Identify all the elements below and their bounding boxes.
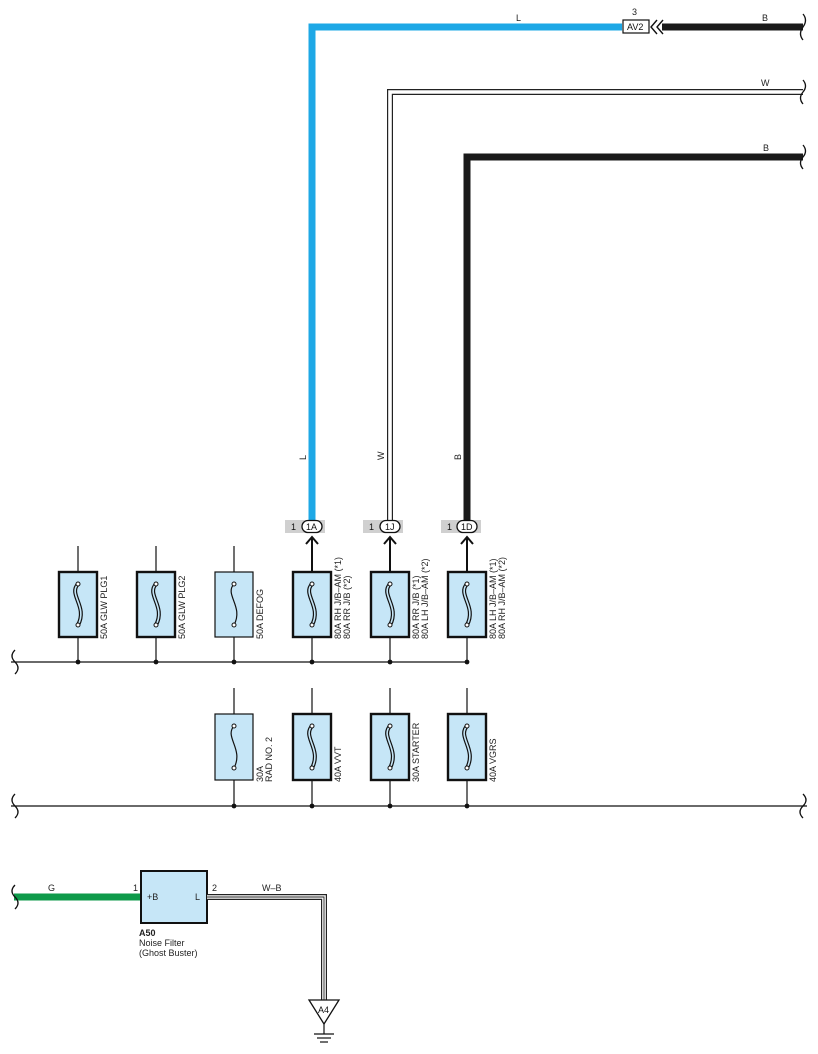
connector-1a-pin: 1: [291, 522, 296, 532]
fuse-row1-5-label-1: 80A RH J/B–AM (*2): [497, 557, 507, 639]
ground-a4: A4: [307, 999, 341, 1043]
fuse-row1-4: 80A RR J/B (*1)80A LH J/B–AM (*2): [369, 546, 430, 665]
fuse-row2-2-label-0: 30A STARTER: [411, 722, 421, 782]
fuse-row2-0-label-0: 30A: [255, 766, 265, 782]
connector-av2: 3 AV2: [622, 7, 664, 35]
noise-filter-name-1: Noise Filter: [139, 938, 185, 948]
fuse-row1-1: 50A GLW PLG2: [135, 546, 187, 665]
wire-label-av2-right: B: [762, 13, 768, 23]
vlabel-white: W: [376, 451, 386, 460]
fuse-row1-5: 80A LH J/B–AM (*1)80A RH J/B–AM (*2): [446, 546, 507, 665]
vlabel-black: B: [453, 454, 463, 460]
connector-1d: 1 1D: [441, 519, 481, 534]
fuse-row2-3: 40A VGRS: [446, 688, 498, 809]
connector-1d-pin: 1: [447, 522, 452, 532]
wire-white-w: [387, 79, 807, 520]
wire-black-b: [463, 144, 807, 520]
fuse-row1-4-label-1: 80A LH J/B–AM (*2): [420, 558, 430, 639]
noise-filter-pin-l: L: [195, 892, 200, 902]
wire-label-wb: W–B: [262, 883, 282, 893]
fuse-row1-0-label-0: 50A GLW PLG1: [99, 576, 109, 639]
noise-filter-pin2: 2: [212, 883, 217, 893]
fuse-row1-0: 50A GLW PLG1: [57, 546, 109, 665]
wire-label-green: G: [48, 883, 55, 893]
connector-1j-pin: 1: [369, 522, 374, 532]
fuse-row2-0-label-1: RAD NO. 2: [264, 737, 274, 782]
connector-1a: 1 1A: [285, 519, 325, 534]
fuse-row-1: 50A GLW PLG1 50A GLW PLG2 50A DEFOG 80A RH …: [57, 546, 507, 665]
connector-1j: 1 1J: [363, 519, 403, 534]
fuse-row1-4-label-0: 80A RR J/B (*1): [411, 575, 421, 639]
wire-green-g: [11, 884, 141, 910]
fuse-row1-5-label-0: 80A LH J/B–AM (*1): [488, 558, 498, 639]
fuse-row1-3-label-1: 80A RR J/B (*2): [342, 575, 352, 639]
noise-filter-code: A50: [139, 928, 156, 938]
fuse-row2-2: 30A STARTER: [369, 688, 421, 809]
noise-filter-pin-plus-b: +B: [147, 892, 158, 902]
av2-pin: 3: [632, 7, 637, 17]
noise-filter-pin1: 1: [133, 883, 138, 893]
wire-black-b-av2: [662, 13, 807, 41]
wire-blue-l: [308, 23, 622, 520]
fuse-row2-1-label-0: 40A VVT: [333, 746, 343, 782]
fuse-row1-2-label-0: 50A DEFOG: [255, 589, 265, 639]
bus-row2: [11, 793, 807, 819]
fuse-row2-3-label-0: 40A VGRS: [488, 738, 498, 782]
wire-wb: [207, 894, 327, 1000]
vlabel-blue: L: [298, 455, 308, 460]
fuse-row1-2: 50A DEFOG: [214, 546, 265, 665]
wire-label-black-top: B: [763, 143, 769, 153]
ground-label: A4: [318, 1005, 329, 1015]
fuse-row2-1: 40A VVT: [291, 688, 343, 809]
fuse-row1-1-label-0: 50A GLW PLG2: [177, 576, 187, 639]
connector-1d-name: 1D: [461, 522, 473, 532]
av2-name: AV2: [627, 22, 643, 32]
fuse-row1-3: 80A RH J/B–AM (*1)80A RR J/B (*2): [291, 546, 352, 665]
noise-filter-box: +B L: [140, 870, 208, 924]
noise-filter-name-2: (Ghost Buster): [139, 948, 198, 958]
wire-label-blue-top: L: [516, 13, 521, 23]
connector-1a-name: 1A: [306, 522, 317, 532]
connector-1j-name: 1J: [385, 522, 395, 532]
wire-label-white-top: W: [761, 78, 770, 88]
fuse-row1-3-label-0: 80A RH J/B–AM (*1): [333, 557, 343, 639]
